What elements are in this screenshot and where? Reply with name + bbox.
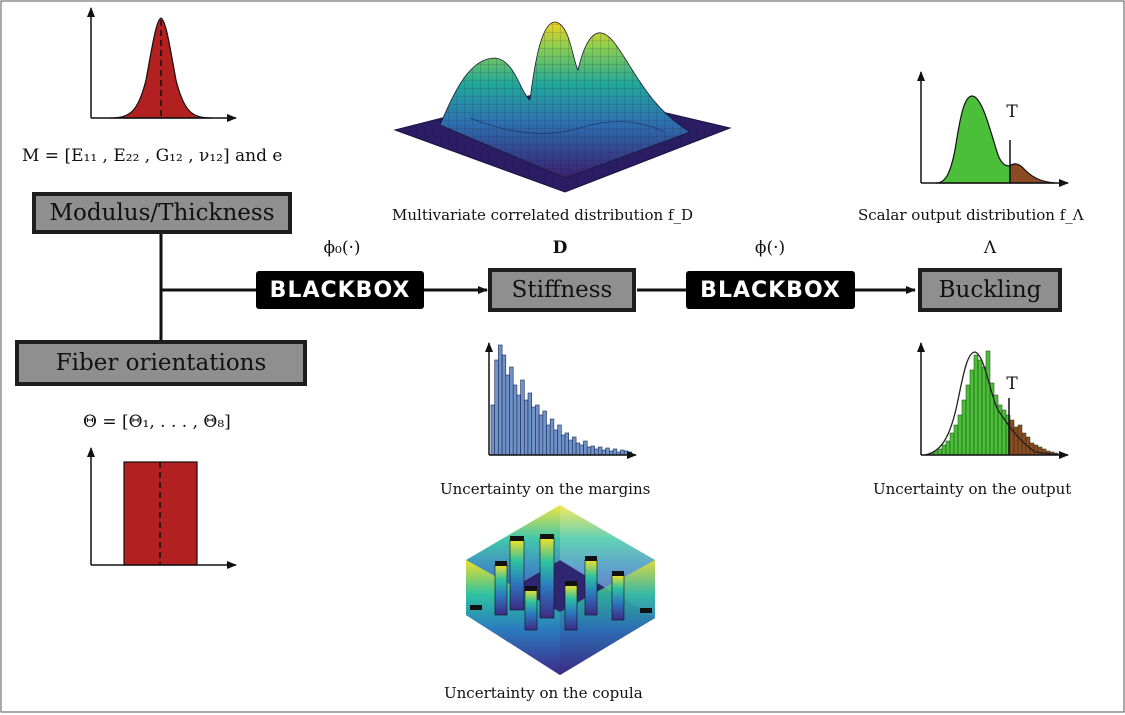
output-bar [965,384,971,456]
output-bar [961,399,967,456]
threshold-T-bottom: T [1006,374,1018,394]
output-bar [953,424,959,456]
connectors [159,232,916,340]
margins-bar [509,366,514,456]
margins-bar [490,404,496,456]
buckling-label: Buckling [938,277,1042,303]
margins-bar [568,439,573,456]
margins-bar [501,354,507,456]
caption-scalar-output: Scalar output distribution f_Λ [858,206,1084,224]
output-bar [1037,446,1043,456]
output-bar [937,448,943,456]
output-bar [981,366,987,456]
margins-bar [531,406,536,456]
blackbox-phi0-label: BLACKBOX [269,277,411,303]
margins-bar [516,394,521,456]
output-bar [1013,426,1019,456]
caption-multivariate: Multivariate correlated distribution f_D [392,206,694,224]
margins-bar [505,374,510,456]
blackbox-phi0: BLACKBOX [256,271,424,309]
modulus-thickness-label: Modulus/Thickness [49,200,275,226]
copula-bars [466,505,655,675]
margins-bar [594,448,599,456]
margins-bar [590,445,595,456]
output-bars [929,350,1059,456]
margins-bar [520,379,525,456]
output-bar [949,432,955,456]
lambda-symbol: Λ [983,238,997,258]
M-equation: M = [E₁₁ , E₂₂ , G₁₂ , ν₁₂] and e [22,146,283,166]
margins-bars [490,344,632,456]
margins-bar [538,414,544,456]
margins-bar [560,434,566,456]
margins-bar [597,446,603,456]
output-bar [977,359,983,456]
margins-bar [535,404,540,456]
blackbox-phi-label: BLACKBOX [700,277,841,303]
gaussian-input-plot [87,7,237,122]
output-bar [1033,444,1039,456]
uniform-input-plot [87,447,237,569]
margins-bar [523,399,529,456]
margins-bar [527,392,533,456]
green-density [935,95,1011,184]
margins-bar [579,444,584,456]
threshold-T-top: T [1006,102,1018,122]
output-bar [1009,419,1015,456]
margins-bar [549,418,555,456]
buckling-box: Buckling [918,268,1062,312]
fiber-orientations-label: Fiber orientations [55,350,267,376]
phi-symbol: ϕ(·) [754,238,786,258]
margins-histogram [485,342,637,459]
caption-margins: Uncertainty on the margins [440,480,651,498]
brown-tail [1009,163,1056,184]
fiber-orientations-box: Fiber orientations [15,340,307,386]
margins-bar [564,432,570,456]
stiffness-label: Stiffness [511,277,613,303]
margins-bar [512,384,518,456]
output-histogram [917,342,1069,459]
margins-bar [494,359,499,456]
margins-bar [498,344,503,456]
output-bar [945,440,951,456]
margins-bar [542,410,547,456]
phi0-symbol: ϕ₀(·) [323,238,361,258]
margins-bar [557,424,562,456]
margins-bar [586,446,592,456]
margins-bar [553,429,558,456]
caption-output: Uncertainty on the output [873,480,1072,498]
margins-bar [546,424,551,456]
blackbox-phi: BLACKBOX [686,271,855,309]
output-bar [941,444,947,456]
output-bar [957,414,963,456]
gaussian-curve [109,17,213,119]
margins-bar [572,436,577,456]
margins-bar [583,440,588,456]
stiffness-box: Stiffness [488,268,636,312]
modulus-thickness-box: Modulus/Thickness [32,192,292,234]
D-symbol: D [552,238,568,258]
margins-bar [612,448,618,456]
multivariate-surface [393,21,732,193]
output-bar [1041,448,1047,456]
caption-copula: Uncertainty on the copula [444,684,643,702]
output-bar [969,369,975,456]
margins-bar [605,447,610,456]
scalar-output-plot [917,71,1069,187]
margins-bar [575,442,581,456]
output-bar [985,350,991,456]
output-bar [973,354,979,456]
theta-equation: Θ = [Θ₁, . . . , Θ₈] [83,412,231,432]
